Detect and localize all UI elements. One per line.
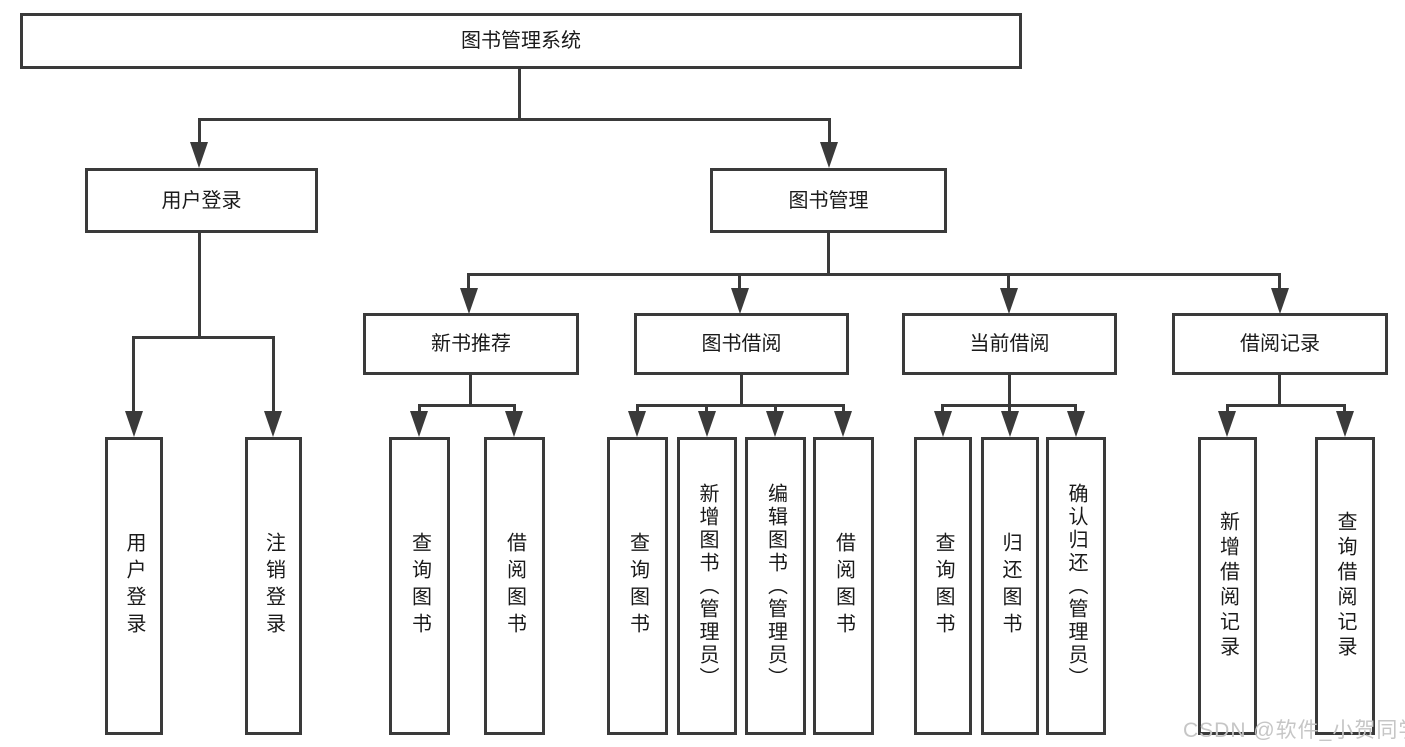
leaf-logout: 注销登录	[245, 437, 302, 735]
connector-line	[1008, 404, 1011, 412]
arrowhead-down-icon	[190, 142, 208, 168]
node-label: 新增图书（管理员）	[696, 482, 718, 690]
leaf-query-borrow-record: 查询借阅记录	[1315, 437, 1375, 735]
node-label: 借阅图书	[503, 532, 526, 640]
arrowhead-down-icon	[731, 288, 749, 314]
leaf-borrow-books-recommend: 借阅图书	[484, 437, 545, 735]
node-label: 图书借阅	[701, 333, 782, 355]
node-book-borrow: 图书借阅	[634, 313, 849, 375]
node-label: 查询图书	[408, 532, 431, 640]
connector-line	[705, 404, 708, 412]
connector-line	[467, 273, 470, 290]
arrowhead-down-icon	[1001, 411, 1019, 437]
csdn-watermark: CSDN @软件_小贺同学	[1183, 719, 1405, 742]
connector-line	[469, 375, 472, 404]
arrowhead-down-icon	[934, 411, 952, 437]
connector-line	[132, 336, 135, 412]
connector-line	[1226, 404, 1229, 412]
connector-line	[418, 404, 516, 407]
connector-line	[1278, 375, 1281, 404]
connector-line	[827, 233, 830, 273]
connector-line	[518, 69, 521, 118]
leaf-add-books-admin: 新增图书（管理员）	[677, 437, 737, 735]
node-label: 新增借阅记录	[1216, 511, 1239, 661]
node-new-book-recommend: 新书推荐	[363, 313, 579, 375]
arrowhead-down-icon	[460, 288, 478, 314]
arrowhead-down-icon	[1271, 288, 1289, 314]
connector-line	[272, 336, 275, 412]
connector-line	[198, 118, 201, 144]
arrowhead-down-icon	[410, 411, 428, 437]
node-label: 确认归还（管理员）	[1065, 482, 1087, 690]
node-user-login: 用户登录	[85, 168, 318, 233]
connector-line	[1278, 273, 1281, 290]
node-label: 查询图书	[932, 532, 954, 640]
leaf-return-books: 归还图书	[981, 437, 1039, 735]
arrowhead-down-icon	[834, 411, 852, 437]
connector-line	[842, 404, 845, 412]
node-label: 新书推荐	[431, 333, 511, 355]
node-root-system: 图书管理系统	[20, 13, 1022, 69]
arrowhead-down-icon	[698, 411, 716, 437]
leaf-query-books-current: 查询图书	[914, 437, 972, 735]
connector-line	[774, 404, 777, 412]
connector-line	[740, 375, 743, 404]
node-label: 图书管理	[788, 189, 869, 212]
connector-line	[1007, 273, 1010, 290]
node-label: 借阅记录	[1240, 333, 1320, 355]
node-label: 当前借阅	[969, 333, 1050, 355]
connector-line	[198, 233, 201, 336]
node-book-management: 图书管理	[710, 168, 947, 233]
connector-line	[636, 404, 639, 412]
node-label: 查询借阅记录	[1334, 511, 1356, 661]
node-label: 图书管理系统	[461, 30, 581, 52]
leaf-query-books-borrow: 查询图书	[607, 437, 668, 735]
arrowhead-down-icon	[820, 142, 838, 168]
connector-line	[738, 273, 741, 290]
connector-line	[1343, 404, 1346, 412]
leaf-query-books-recommend: 查询图书	[389, 437, 450, 735]
leaf-edit-books-admin: 编辑图书（管理员）	[745, 437, 806, 735]
node-label: 用户登录	[161, 189, 242, 212]
connector-line	[828, 118, 831, 144]
arrowhead-down-icon	[628, 411, 646, 437]
connector-line	[636, 404, 845, 407]
arrowhead-down-icon	[1218, 411, 1236, 437]
connector-line	[418, 404, 421, 412]
connector-line	[467, 273, 1281, 276]
leaf-user-login: 用户登录	[105, 437, 163, 735]
leaf-add-borrow-record: 新增借阅记录	[1198, 437, 1257, 735]
node-label: 用户登录	[123, 532, 145, 640]
connector-line	[132, 336, 275, 339]
connector-line	[1074, 404, 1077, 412]
arrowhead-down-icon	[264, 411, 282, 437]
node-label: 查询图书	[626, 532, 649, 640]
node-label: 借阅图书	[832, 532, 855, 640]
connector-line	[513, 404, 516, 412]
connector-line	[1226, 404, 1346, 407]
arrowhead-down-icon	[1067, 411, 1085, 437]
node-label: 编辑图书（管理员）	[764, 482, 787, 690]
connector-line	[941, 404, 944, 412]
node-borrow-records: 借阅记录	[1172, 313, 1388, 375]
leaf-borrow-books: 借阅图书	[813, 437, 874, 735]
connector-line	[198, 118, 831, 121]
node-current-borrow: 当前借阅	[902, 313, 1117, 375]
leaf-confirm-return-admin: 确认归还（管理员）	[1046, 437, 1106, 735]
node-label: 归还图书	[999, 532, 1021, 640]
arrowhead-down-icon	[1336, 411, 1354, 437]
arrowhead-down-icon	[1000, 288, 1018, 314]
connector-line	[1008, 375, 1011, 404]
arrowhead-down-icon	[766, 411, 784, 437]
node-label: 注销登录	[262, 532, 285, 640]
arrowhead-down-icon	[125, 411, 143, 437]
arrowhead-down-icon	[505, 411, 523, 437]
